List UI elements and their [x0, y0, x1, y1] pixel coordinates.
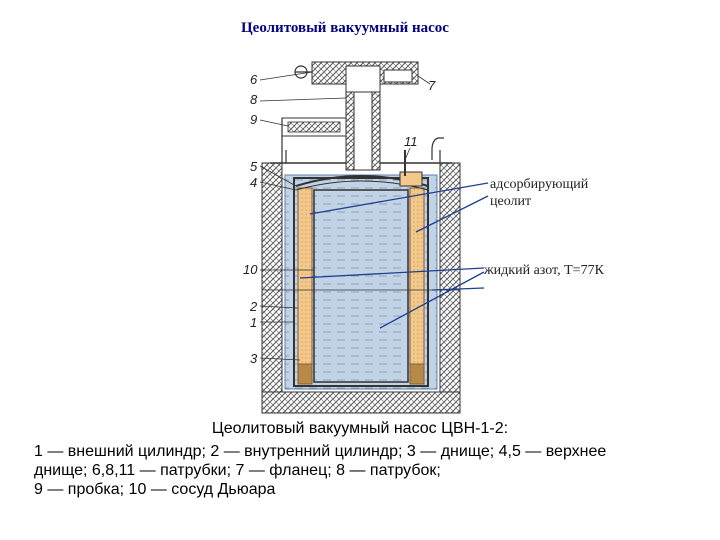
callout-adsorbent-line1: адсорбирующий [490, 177, 589, 192]
part-number-11: 11 [404, 134, 418, 149]
outer-cylinder [293, 177, 429, 387]
part-number-6: 6 [250, 72, 258, 87]
caption-legend: 1 — внешний цилиндр; 2 — внутренний цили… [34, 442, 704, 499]
callout-adsorbent: адсорбирующий цеолит [490, 176, 588, 210]
part-number-10: 10 [243, 262, 258, 277]
caption-line: днище; 6,8,11 — патрубки; 7 — фланец; 8 … [34, 462, 441, 479]
part-number-2: 2 [249, 299, 258, 314]
callout-nitrogen: жидкий азот, Т=77К [484, 263, 604, 278]
part-number-4: 4 [250, 175, 257, 190]
caption-heading: Цеолитовый вакуумный насос ЦВН-1-2: [211, 420, 509, 437]
part-number-5: 5 [250, 159, 258, 174]
part-number-7: 7 [428, 78, 436, 93]
side-nozzle [281, 117, 347, 163]
part-number-3: 3 [250, 351, 258, 366]
flange [311, 61, 419, 93]
callout-adsorbent-line2: цеолит [490, 194, 532, 209]
part-number-9: 9 [250, 112, 257, 127]
part-number-1: 1 [250, 315, 257, 330]
diagram-title: Цеолитовый вакуумный насос [241, 20, 449, 36]
caption-line: 1 — внешний цилиндр; 2 — внутренний цили… [34, 443, 607, 460]
zeolite-layer [297, 187, 425, 385]
inner-cylinder [313, 189, 409, 383]
central-nozzle [345, 91, 381, 171]
part-number-8: 8 [250, 92, 258, 107]
caption-line: 9 — пробка; 10 — сосуд Дьюара [34, 481, 276, 498]
